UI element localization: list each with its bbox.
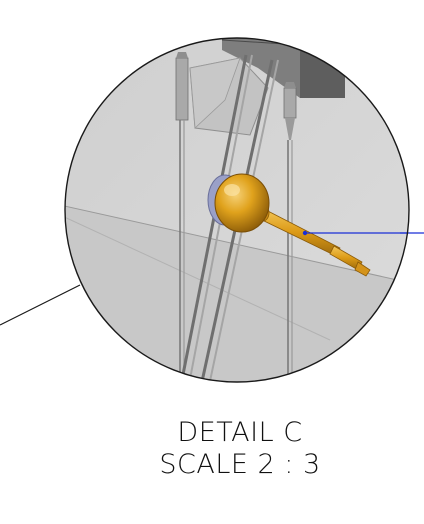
right-rod [283, 82, 297, 382]
detail-circle-border [64, 37, 410, 383]
left-rod [175, 52, 189, 382]
stylus-probe [207, 173, 371, 277]
leader-line-left [0, 284, 81, 326]
detail-scale: SCALE 2 : 3 [159, 449, 321, 480]
detail-circle-content [65, 38, 409, 382]
detail-view-drawing [0, 37, 424, 383]
floor-plane [65, 205, 409, 382]
detail-title: DETAIL C [177, 417, 303, 448]
